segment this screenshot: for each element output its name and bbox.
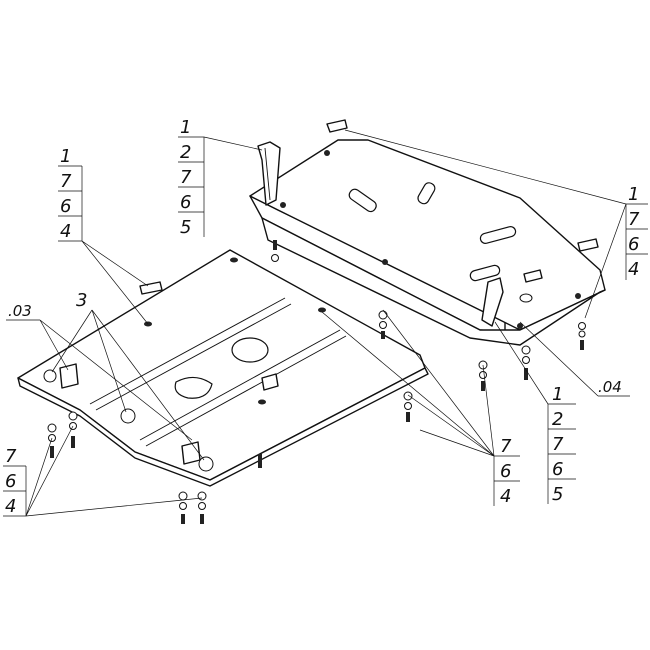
part-label-03: .03 — [6, 302, 193, 441]
label-stack-top-mid: 1 2 7 6 5 — [178, 117, 263, 238]
label-stack-bottom-left: 7 6 4 — [3, 425, 203, 517]
label-6: 6 — [60, 196, 71, 217]
label-7: 7 — [60, 171, 72, 192]
rear-skid-plate — [249, 119, 606, 346]
label-7: 7 — [500, 436, 512, 457]
label-6: 6 — [500, 461, 511, 482]
label-7: 7 — [628, 209, 640, 230]
label-7: 7 — [180, 167, 192, 188]
label-5: 5 — [552, 484, 563, 505]
label-4: 4 — [5, 496, 16, 517]
label-6: 6 — [628, 234, 639, 255]
label-stack-bottom-right: 1 2 7 6 5 — [494, 321, 576, 505]
svg-text:.04: .04 — [598, 378, 622, 396]
label-2: 2 — [552, 409, 563, 430]
label-4: 4 — [60, 221, 71, 242]
front-skid-plate — [17, 249, 429, 487]
label-1: 1 — [552, 384, 563, 405]
svg-text:.03: .03 — [8, 302, 32, 320]
label-stack-bottom-mid: 7 6 4 — [321, 309, 520, 507]
label-6: 6 — [552, 459, 563, 480]
svg-text:3: 3 — [76, 290, 87, 311]
label-6: 6 — [5, 471, 16, 492]
label-1: 1 — [180, 117, 191, 138]
label-7: 7 — [5, 446, 17, 467]
label-1: 1 — [60, 146, 71, 167]
part-label-3: 3 — [51, 290, 205, 461]
label-stack-right: 1 7 6 4 — [344, 129, 648, 319]
label-5: 5 — [180, 217, 191, 238]
label-2: 2 — [180, 142, 191, 163]
label-stack-top-left: 1 7 6 4 — [58, 146, 149, 325]
label-6: 6 — [180, 192, 191, 213]
part-label-04: .04 — [519, 321, 630, 397]
label-1: 1 — [628, 184, 639, 205]
label-4: 4 — [500, 486, 511, 507]
label-4: 4 — [628, 259, 639, 280]
label-7: 7 — [552, 434, 564, 455]
